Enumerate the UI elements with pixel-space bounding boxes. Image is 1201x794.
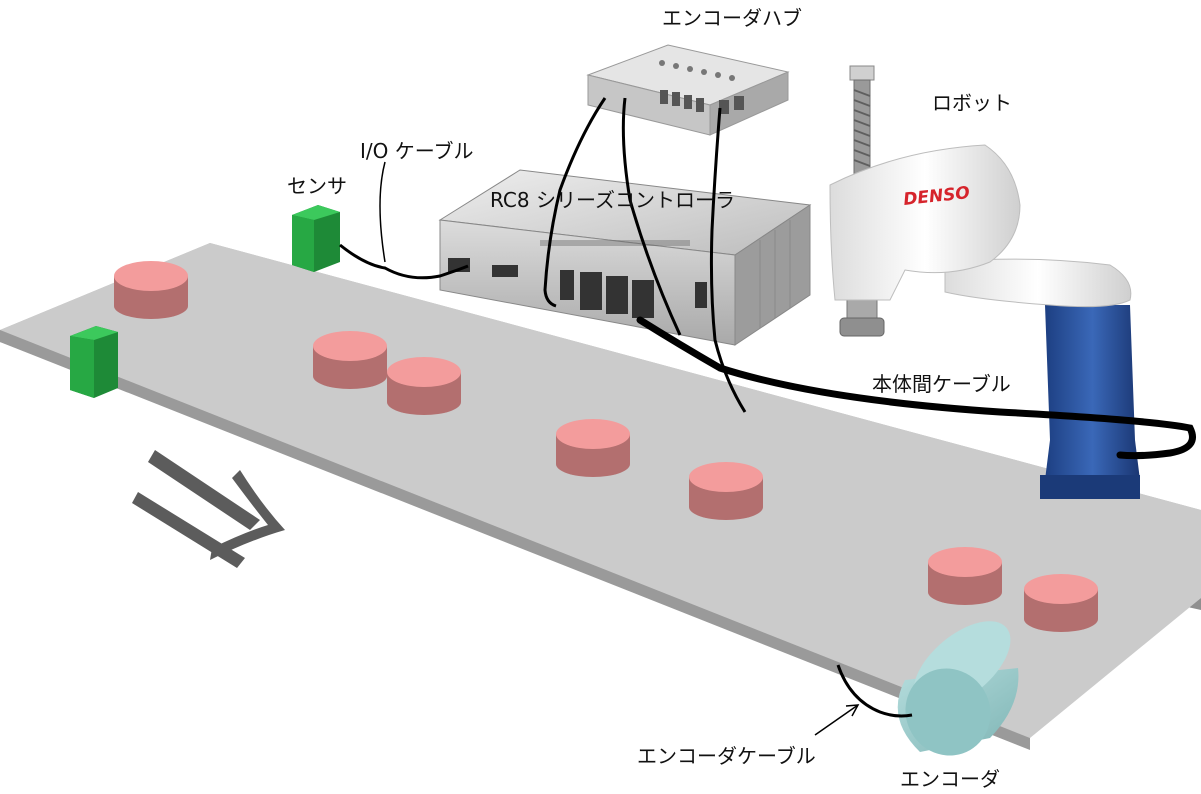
encoder bbox=[897, 621, 1019, 756]
controller-label: RC8 シリーズコントローラ bbox=[490, 188, 735, 212]
main-cable bbox=[636, 316, 1196, 460]
conveyor-direction-arrow-icon bbox=[132, 450, 285, 568]
workpiece bbox=[313, 331, 387, 389]
hub-controller-cables bbox=[543, 97, 747, 413]
workpiece bbox=[1024, 574, 1098, 632]
io-cable bbox=[339, 243, 469, 280]
encoder-cable-label: エンコーダケーブル bbox=[637, 744, 816, 768]
main-cable-label: 本体間ケーブル bbox=[872, 372, 1011, 396]
encoder-label: エンコーダ bbox=[900, 767, 1000, 791]
sensor-label: センサ bbox=[287, 174, 347, 198]
conveyor bbox=[0, 243, 1201, 750]
rc8-controller bbox=[438, 169, 812, 346]
encoder-cable-leader-arrow-icon bbox=[814, 704, 860, 736]
workpiece bbox=[928, 547, 1002, 605]
encoder-cable bbox=[836, 664, 913, 718]
io-cable-label: I/O ケーブル bbox=[360, 139, 474, 163]
workpiece bbox=[114, 261, 188, 319]
robot-label: ロボット bbox=[932, 91, 1012, 115]
workpiece bbox=[387, 357, 461, 415]
sensor bbox=[292, 205, 340, 272]
sensor bbox=[70, 326, 118, 398]
workpiece bbox=[689, 462, 763, 520]
encoder-hub-label: エンコーダハブ bbox=[662, 6, 802, 30]
workpiece bbox=[556, 419, 630, 477]
robot: DENSO bbox=[829, 65, 1140, 499]
io-cable-leader bbox=[379, 161, 386, 263]
encoder-hub bbox=[586, 44, 790, 136]
